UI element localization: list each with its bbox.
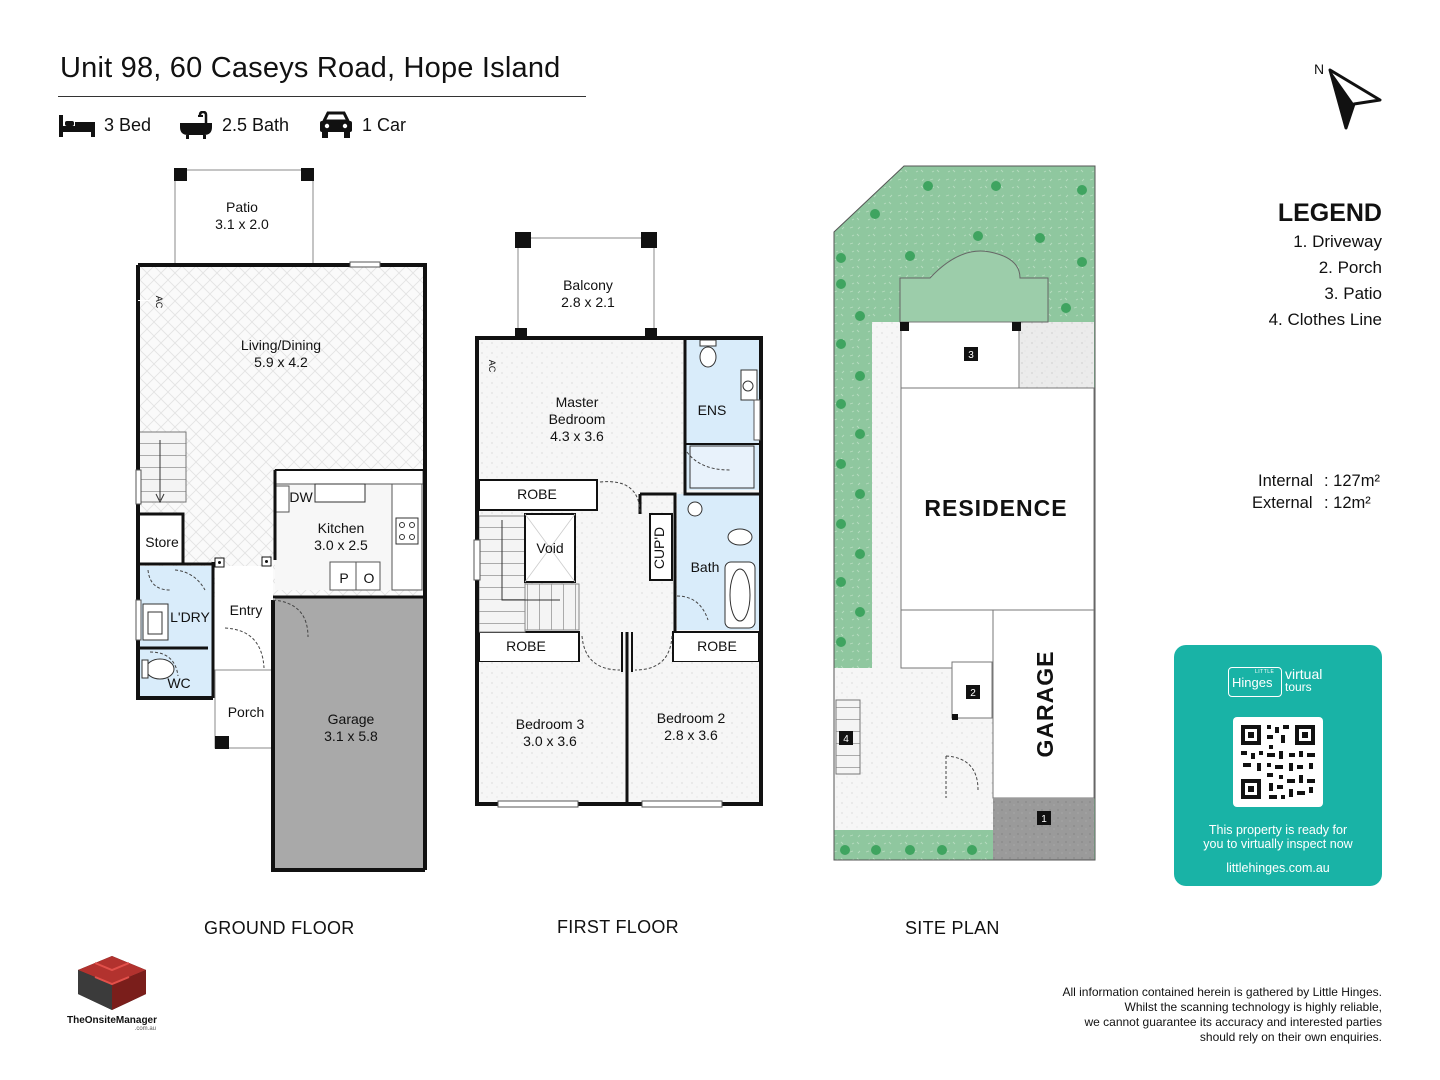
- title-divider: [58, 96, 586, 97]
- feature-baths: 2.5 Bath: [178, 111, 289, 139]
- label-pantry: P: [339, 570, 348, 586]
- property-title: Unit 98, 60 Caseys Road, Hope Island: [60, 52, 561, 84]
- onsite-manager-logo: TheOnsiteManager .com.au: [64, 952, 160, 1034]
- marker-patio-box: [964, 347, 978, 361]
- room-balcony: Balcony: [563, 277, 613, 293]
- room-patio: Patio: [226, 199, 258, 215]
- label-dishwasher: DW: [289, 489, 313, 505]
- disclaimer: All information contained herein is gath…: [1062, 985, 1382, 1045]
- room-cupboard: CUP'D: [651, 527, 667, 569]
- room-laundry: L'DRY: [170, 609, 210, 625]
- internal-area-label: Internal: [1258, 472, 1314, 490]
- compass-label: N: [1314, 61, 1324, 77]
- feature-cars: 1 Car: [318, 111, 406, 139]
- brand-tours: tours: [1285, 680, 1312, 694]
- room-porch: Porch: [228, 704, 265, 720]
- room-master-2: Bedroom: [549, 411, 606, 427]
- ground-floor-label: GROUND FLOOR: [204, 918, 355, 938]
- ground-floor-plan: [135, 168, 427, 872]
- site-plan-label: SITE PLAN: [905, 918, 1000, 938]
- qr-code[interactable]: [1233, 717, 1323, 807]
- promo-line-1: This property is ready for: [1208, 823, 1348, 837]
- room-garage: Garage: [328, 711, 375, 727]
- room-living: Living/Dining: [241, 337, 321, 353]
- bath-icon: [180, 111, 212, 139]
- room-void: Void: [536, 540, 563, 556]
- qr-code-icon: [1241, 725, 1315, 799]
- marker-patio: 3: [968, 350, 974, 361]
- marker-driveway-box: [1037, 811, 1051, 825]
- bed-icon: [59, 115, 95, 137]
- room-master-dim: 4.3 x 3.6: [550, 428, 604, 444]
- promo-url[interactable]: littlehinges.com.au: [1226, 861, 1330, 875]
- external-area-label: External: [1252, 494, 1313, 512]
- logo-sub: .com.au: [134, 1026, 156, 1032]
- room-entry: Entry: [230, 602, 263, 618]
- disclaimer-line-1: All information contained herein is gath…: [1062, 985, 1382, 999]
- virtual-tour-card[interactable]: LITTLE Hinges virtual tours: [1174, 645, 1382, 886]
- room-master: Master: [556, 394, 599, 410]
- marker-clothes-line-box: [839, 731, 853, 745]
- site-garage: GARAGE: [1032, 651, 1058, 758]
- room-bedroom-2-dim: 2.8 x 3.6: [664, 727, 718, 743]
- robe-master: ROBE: [517, 486, 557, 502]
- robe-bedroom-2: ROBE: [697, 638, 737, 654]
- little-hinges-logo: LITTLE Hinges: [1228, 667, 1282, 697]
- room-kitchen-dim: 3.0 x 2.5: [314, 537, 368, 553]
- north-arrow-icon: N: [1314, 61, 1382, 130]
- room-garage-dim: 3.1 x 5.8: [324, 728, 378, 744]
- room-bath: Bath: [691, 559, 720, 575]
- room-kitchen: Kitchen: [318, 520, 365, 536]
- label-ac-first: AC: [487, 360, 497, 373]
- north-compass: N: [1312, 60, 1384, 137]
- brand-tag: LITTLE: [1255, 669, 1275, 675]
- room-store: Store: [145, 534, 179, 550]
- legend-item-clothes-line: 4. Clothes Line: [1268, 310, 1382, 329]
- marker-clothes-line: 4: [843, 734, 849, 745]
- legend-title: LEGEND: [1277, 199, 1382, 227]
- logo-name: TheOnsiteManager: [66, 1015, 158, 1026]
- feature-baths-label: 2.5 Bath: [222, 114, 290, 135]
- room-bedroom-3: Bedroom 3: [516, 716, 585, 732]
- marker-driveway: 1: [1041, 814, 1047, 825]
- cube-logo-icon: [78, 956, 146, 1010]
- room-living-dim: 5.9 x 4.2: [254, 354, 308, 370]
- feature-cars-label: 1 Car: [362, 114, 407, 135]
- marker-porch: 2: [970, 688, 976, 699]
- disclaimer-line-2: Whilst the scanning technology is highly…: [1124, 1000, 1382, 1014]
- brand-virtual: virtual: [1285, 666, 1323, 682]
- feature-beds: 3 Bed: [58, 111, 151, 139]
- label-oven: O: [364, 570, 375, 586]
- disclaimer-line-3: we cannot guarantee its accuracy and int…: [1084, 1015, 1382, 1029]
- internal-area-value: : 127m²: [1324, 472, 1380, 490]
- car-icon: [320, 111, 352, 138]
- feature-beds-label: 3 Bed: [104, 114, 152, 135]
- first-floor-label: FIRST FLOOR: [557, 917, 679, 937]
- external-area-value: : 12m²: [1324, 494, 1371, 512]
- room-bedroom-3-dim: 3.0 x 3.6: [523, 733, 577, 749]
- first-floor-plan: [473, 232, 763, 808]
- room-wc: WC: [167, 675, 190, 691]
- room-balcony-dim: 2.8 x 2.1: [561, 294, 615, 310]
- legend-item-patio: 3. Patio: [1324, 284, 1382, 303]
- promo-line-2: you to virtually inspect now: [1203, 837, 1353, 851]
- robe-bedroom-3: ROBE: [506, 638, 546, 654]
- marker-porch-box: [966, 685, 980, 699]
- label-ac-ground: AC: [154, 296, 164, 309]
- room-bedroom-2: Bedroom 2: [657, 710, 726, 726]
- legend-item-driveway: 1. Driveway: [1293, 232, 1382, 251]
- brand-hinges: Hinges: [1232, 675, 1273, 690]
- legend-item-porch: 2. Porch: [1318, 258, 1382, 277]
- room-ensuite: ENS: [698, 402, 727, 418]
- disclaimer-line-4: should rely on their own enquiries.: [1199, 1030, 1382, 1044]
- site-residence: RESIDENCE: [924, 495, 1067, 521]
- room-patio-dim: 3.1 x 2.0: [215, 216, 269, 232]
